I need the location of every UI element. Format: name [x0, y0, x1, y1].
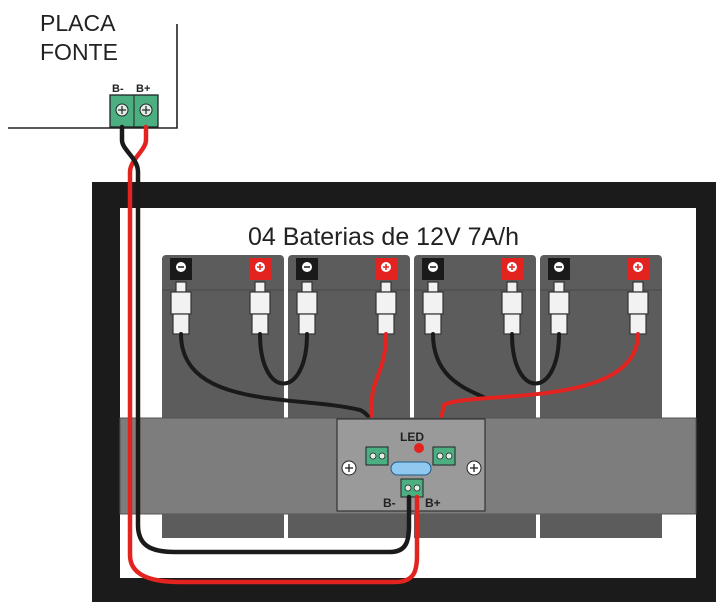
battery-terminals	[170, 258, 649, 280]
connector-lug	[632, 281, 644, 293]
jumper-b3-pos-b4-neg	[510, 332, 561, 386]
supply-pos-label: B+	[136, 83, 150, 95]
connector-lug	[175, 281, 187, 293]
connector-lug	[629, 313, 647, 335]
connector-lug	[627, 291, 649, 315]
board-terminal-output	[400, 478, 424, 498]
battery-box: 04 Baterias de 12V 7A/h	[92, 182, 716, 602]
supply-neg-label: B-	[112, 83, 124, 95]
connector-lug	[375, 291, 397, 315]
battery-box-title: 04 Baterias de 12V 7A/h	[248, 223, 519, 251]
supply-board: PLACA FONTE B- B+	[8, 10, 178, 129]
jumper-b3-neg-to-board	[431, 332, 487, 400]
supply-board-title-line1: PLACA	[40, 10, 116, 36]
screw-icon	[413, 484, 421, 492]
led-label: LED	[400, 430, 424, 444]
connector-lugs	[170, 281, 649, 335]
connector-lug	[172, 313, 190, 335]
connector-lug	[503, 313, 521, 335]
connector-lug	[380, 281, 392, 293]
negative-cable	[119, 124, 412, 555]
connector-lug	[548, 291, 570, 315]
supply-board-outline	[8, 24, 178, 129]
connector-lug	[251, 313, 269, 335]
board-terminal-left	[365, 446, 389, 466]
fuse-icon	[390, 461, 432, 476]
connector-lug	[506, 281, 518, 293]
connector-lug	[296, 291, 318, 315]
screw-icon	[436, 452, 444, 460]
connector-lug	[298, 313, 316, 335]
connector-lug	[427, 281, 439, 293]
connector-lug	[550, 313, 568, 335]
distribution-board: LED B- B+	[336, 418, 486, 512]
screw-icon	[378, 452, 386, 460]
supply-board-title-line2: FONTE	[40, 39, 118, 65]
supply-terminal-block	[109, 94, 159, 128]
positive-cable	[127, 124, 420, 585]
screw-icon	[404, 484, 412, 492]
connector-lug	[254, 281, 266, 293]
supply-cables	[119, 124, 420, 585]
jumper-b1-pos-b2-neg	[258, 332, 309, 386]
connector-lug	[424, 313, 442, 335]
connector-lug	[422, 291, 444, 315]
screw-icon	[445, 452, 453, 460]
connector-lug	[170, 291, 192, 315]
screw-icon	[369, 452, 377, 460]
board-terminal-right	[432, 446, 456, 466]
battery-bases	[162, 514, 662, 538]
led-indicator	[414, 443, 424, 453]
jumper-b2-pos-to-board	[370, 332, 388, 450]
connector-lug	[377, 313, 395, 335]
connector-lug	[501, 291, 523, 315]
connector-lug	[249, 291, 271, 315]
connector-lug	[301, 281, 313, 293]
connector-lug	[553, 281, 565, 293]
board-output-pos-label: B+	[425, 496, 441, 510]
board-output-neg-label: B-	[383, 496, 396, 510]
